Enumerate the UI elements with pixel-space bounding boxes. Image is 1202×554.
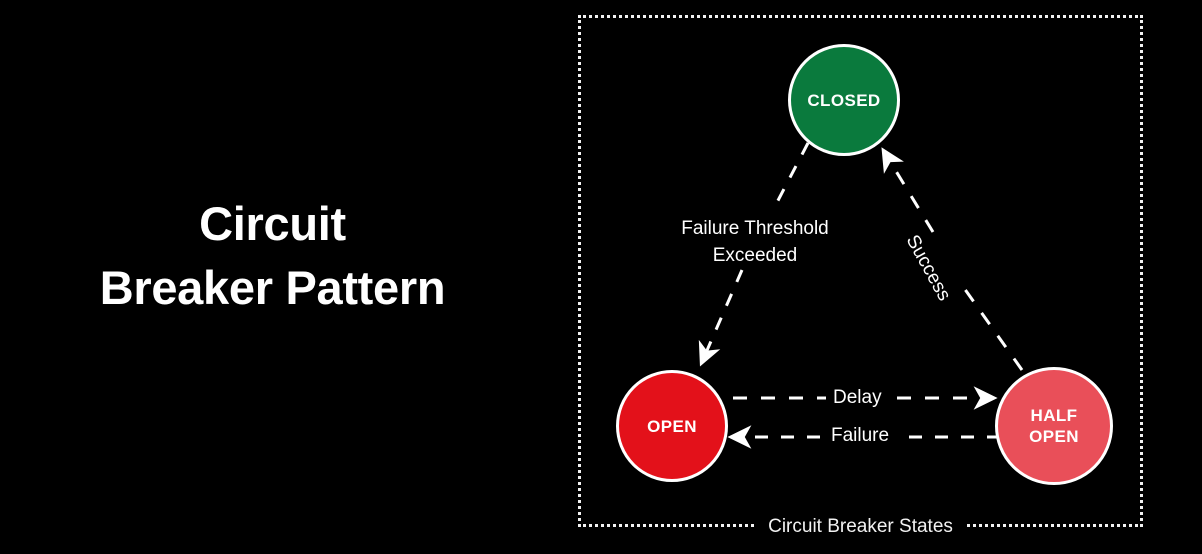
diagram-caption: Circuit Breaker States [756,516,965,538]
edge-label-failure: Failure [824,424,897,448]
edge-label-failure-threshold-line-2: Exceeded [708,242,802,269]
state-node-half-open-label: HALF OPEN [1029,406,1079,446]
page-title-line-2: Breaker Pattern [99,261,446,314]
page-title-line-1: Circuit [199,197,346,250]
page-title: Circuit Breaker Pattern [0,192,545,320]
state-node-half-open[interactable]: HALF OPEN [995,367,1113,485]
diagram-frame: Circuit Breaker States [578,15,1143,538]
edge-label-failure-threshold-line-1: Failure Threshold [677,215,833,242]
state-node-closed[interactable]: CLOSED [788,44,900,156]
state-node-open[interactable]: OPEN [616,370,728,482]
edge-label-failure-threshold-exceeded: Failure Threshold Exceeded [660,215,850,269]
edge-label-delay: Delay [826,386,889,410]
state-node-closed-label: CLOSED [807,90,881,110]
state-node-open-label: OPEN [647,416,697,436]
